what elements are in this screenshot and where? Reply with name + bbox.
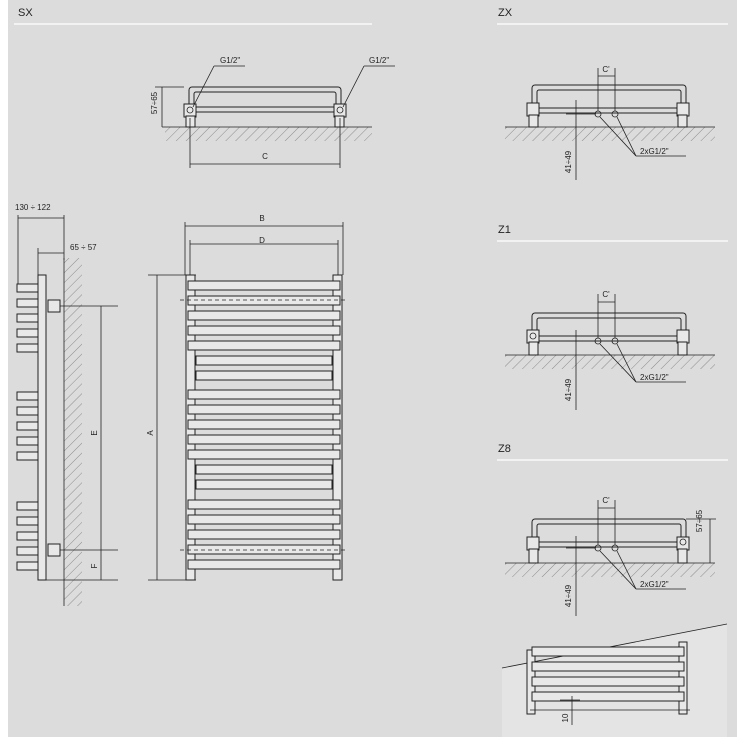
- section-headers: SX ZX Z1 Z8: [14, 7, 728, 461]
- z8-height-range-label: 57÷65: [695, 509, 704, 532]
- zx-range-label: 41÷49: [564, 150, 573, 173]
- front-view: B D A: [146, 214, 348, 581]
- section-title-z1: Z1: [498, 224, 511, 236]
- side-dim-e-label: E: [90, 430, 99, 435]
- zx-dim-c-prime-label: C': [602, 65, 610, 74]
- front-bars: [187, 280, 341, 570]
- z8-connection-label: 2xG1/2": [640, 580, 669, 589]
- sx-left-connection-label: G1/2": [220, 56, 240, 65]
- z1-connection-label: 2xG1/2": [640, 373, 669, 382]
- side-dim-f-label: F: [90, 563, 99, 568]
- side-bars: [16, 283, 39, 571]
- zx-view: C' 41÷49 2xG1/2": [505, 65, 715, 180]
- side-depth-label: 130 ÷ 122: [15, 203, 51, 212]
- z8-view: C' 41÷49 2xG1/2" 57÷65: [505, 496, 716, 616]
- z8-range-label: 41÷49: [564, 584, 573, 607]
- z1-view: C' 41÷49 2xG1/2": [505, 290, 715, 410]
- front-dim-d-label: D: [259, 236, 265, 245]
- front-dim-a-label: A: [146, 430, 155, 436]
- sx-right-connection-label: G1/2": [369, 56, 389, 65]
- z1-dim-c-prime-label: C': [602, 290, 610, 299]
- front-dim-b-label: B: [259, 214, 264, 223]
- section-title-sx: SX: [18, 7, 33, 19]
- sx-height-range-label: 57÷65: [150, 91, 159, 114]
- side-wall-distance-label: 65 ÷ 57: [70, 243, 97, 252]
- sx-top-view: G1/2" G1/2" 57÷65 C: [150, 56, 395, 168]
- bottom-detail-view: 10: [501, 623, 728, 737]
- z1-range-label: 41÷49: [564, 378, 573, 401]
- side-view: 130 ÷ 122 65 ÷ 57: [15, 203, 118, 606]
- zx-connection-label: 2xG1/2": [640, 147, 669, 156]
- sx-dim-c-label: C: [262, 152, 268, 161]
- section-title-z8: Z8: [498, 443, 511, 455]
- z8-dim-c-prime-label: C': [602, 496, 610, 505]
- section-title-zx: ZX: [498, 7, 513, 19]
- bottom-dim-10-label: 10: [561, 713, 570, 722]
